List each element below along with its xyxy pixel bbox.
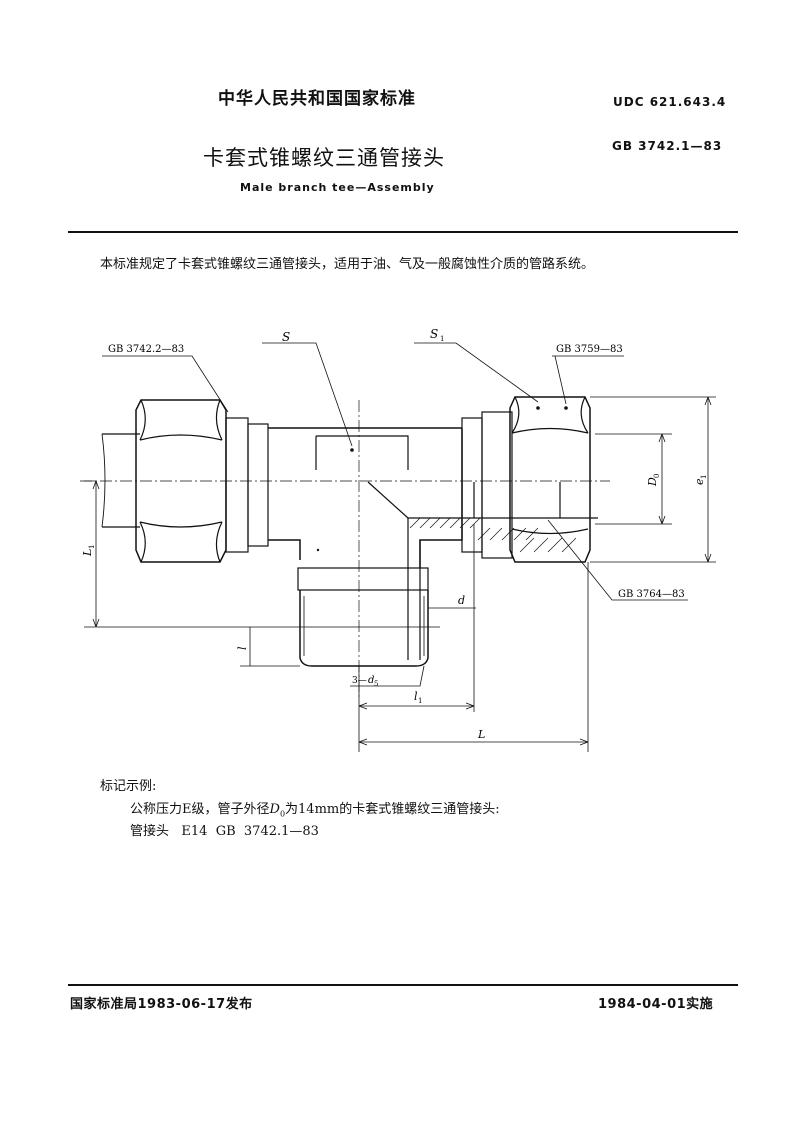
header-rule — [68, 231, 738, 233]
dim-d0-label: D — [646, 477, 659, 487]
ref-left-label: GB 3742.2—83 — [108, 344, 184, 355]
intro-paragraph: 本标准规定了卡套式锥螺纹三通管接头，适用于油、气及一般腐蚀性介质的管路系统。 — [100, 257, 595, 272]
dim-d-label: d — [458, 594, 465, 607]
ref-s-label: S — [282, 330, 290, 344]
issuing-organization: 中华人民共和国国家标准 — [218, 89, 416, 109]
dim-l1-label: l — [414, 690, 418, 703]
document-title: 卡套式锥螺纹三通管接头 — [203, 146, 445, 170]
dim-e1-label: e — [693, 478, 706, 485]
footer-rule — [68, 984, 738, 986]
english-title: Male branch tee—Assembly — [240, 181, 435, 194]
dim-l1-upper-subscript: 1 — [88, 545, 96, 549]
dim-d0-subscript: 0 — [653, 474, 661, 478]
issue-date: 国家标准局1983-06-17发布 — [70, 997, 253, 1012]
ref-s1-subscript: 1 — [440, 335, 444, 343]
marking-desc-symbol: D — [269, 802, 280, 817]
dim-d5-subscript: 5 — [374, 680, 378, 688]
ref-s1-label: S — [430, 327, 438, 341]
effective-date: 1984-04-01实施 — [598, 997, 714, 1012]
dim-d5-prefix: 3— — [352, 676, 367, 686]
dim-d5-label: d — [368, 675, 374, 686]
marking-example-code: 管接头 E14 GB 3742.1—83 — [130, 824, 319, 839]
marking-example-description: 公称压力E级，管子外径D0为14mm的卡套式锥螺纹三通管接头: — [130, 798, 500, 819]
ref-ferrule-label: GB 3764—83 — [618, 589, 685, 600]
standard-number: GB 3742.1—83 — [612, 139, 723, 153]
dim-l-label: l — [236, 646, 249, 650]
dim-l1-upper-label: L — [81, 549, 94, 557]
dim-e1-subscript: 1 — [700, 475, 708, 479]
dim-l1-subscript: 1 — [418, 697, 422, 705]
udc-number: UDC 621.643.4 — [613, 95, 727, 109]
marking-desc-subscript: 0 — [279, 809, 286, 819]
ref-nut-label: GB 3759—83 — [556, 344, 623, 355]
marking-desc-before: 公称压力E级，管子外径 — [130, 802, 270, 817]
marking-example-title: 标记示例: — [100, 779, 157, 794]
marking-desc-after: 为14mm的卡套式锥螺纹三通管接头: — [285, 802, 500, 817]
dim-total-length-label: L — [477, 728, 485, 741]
